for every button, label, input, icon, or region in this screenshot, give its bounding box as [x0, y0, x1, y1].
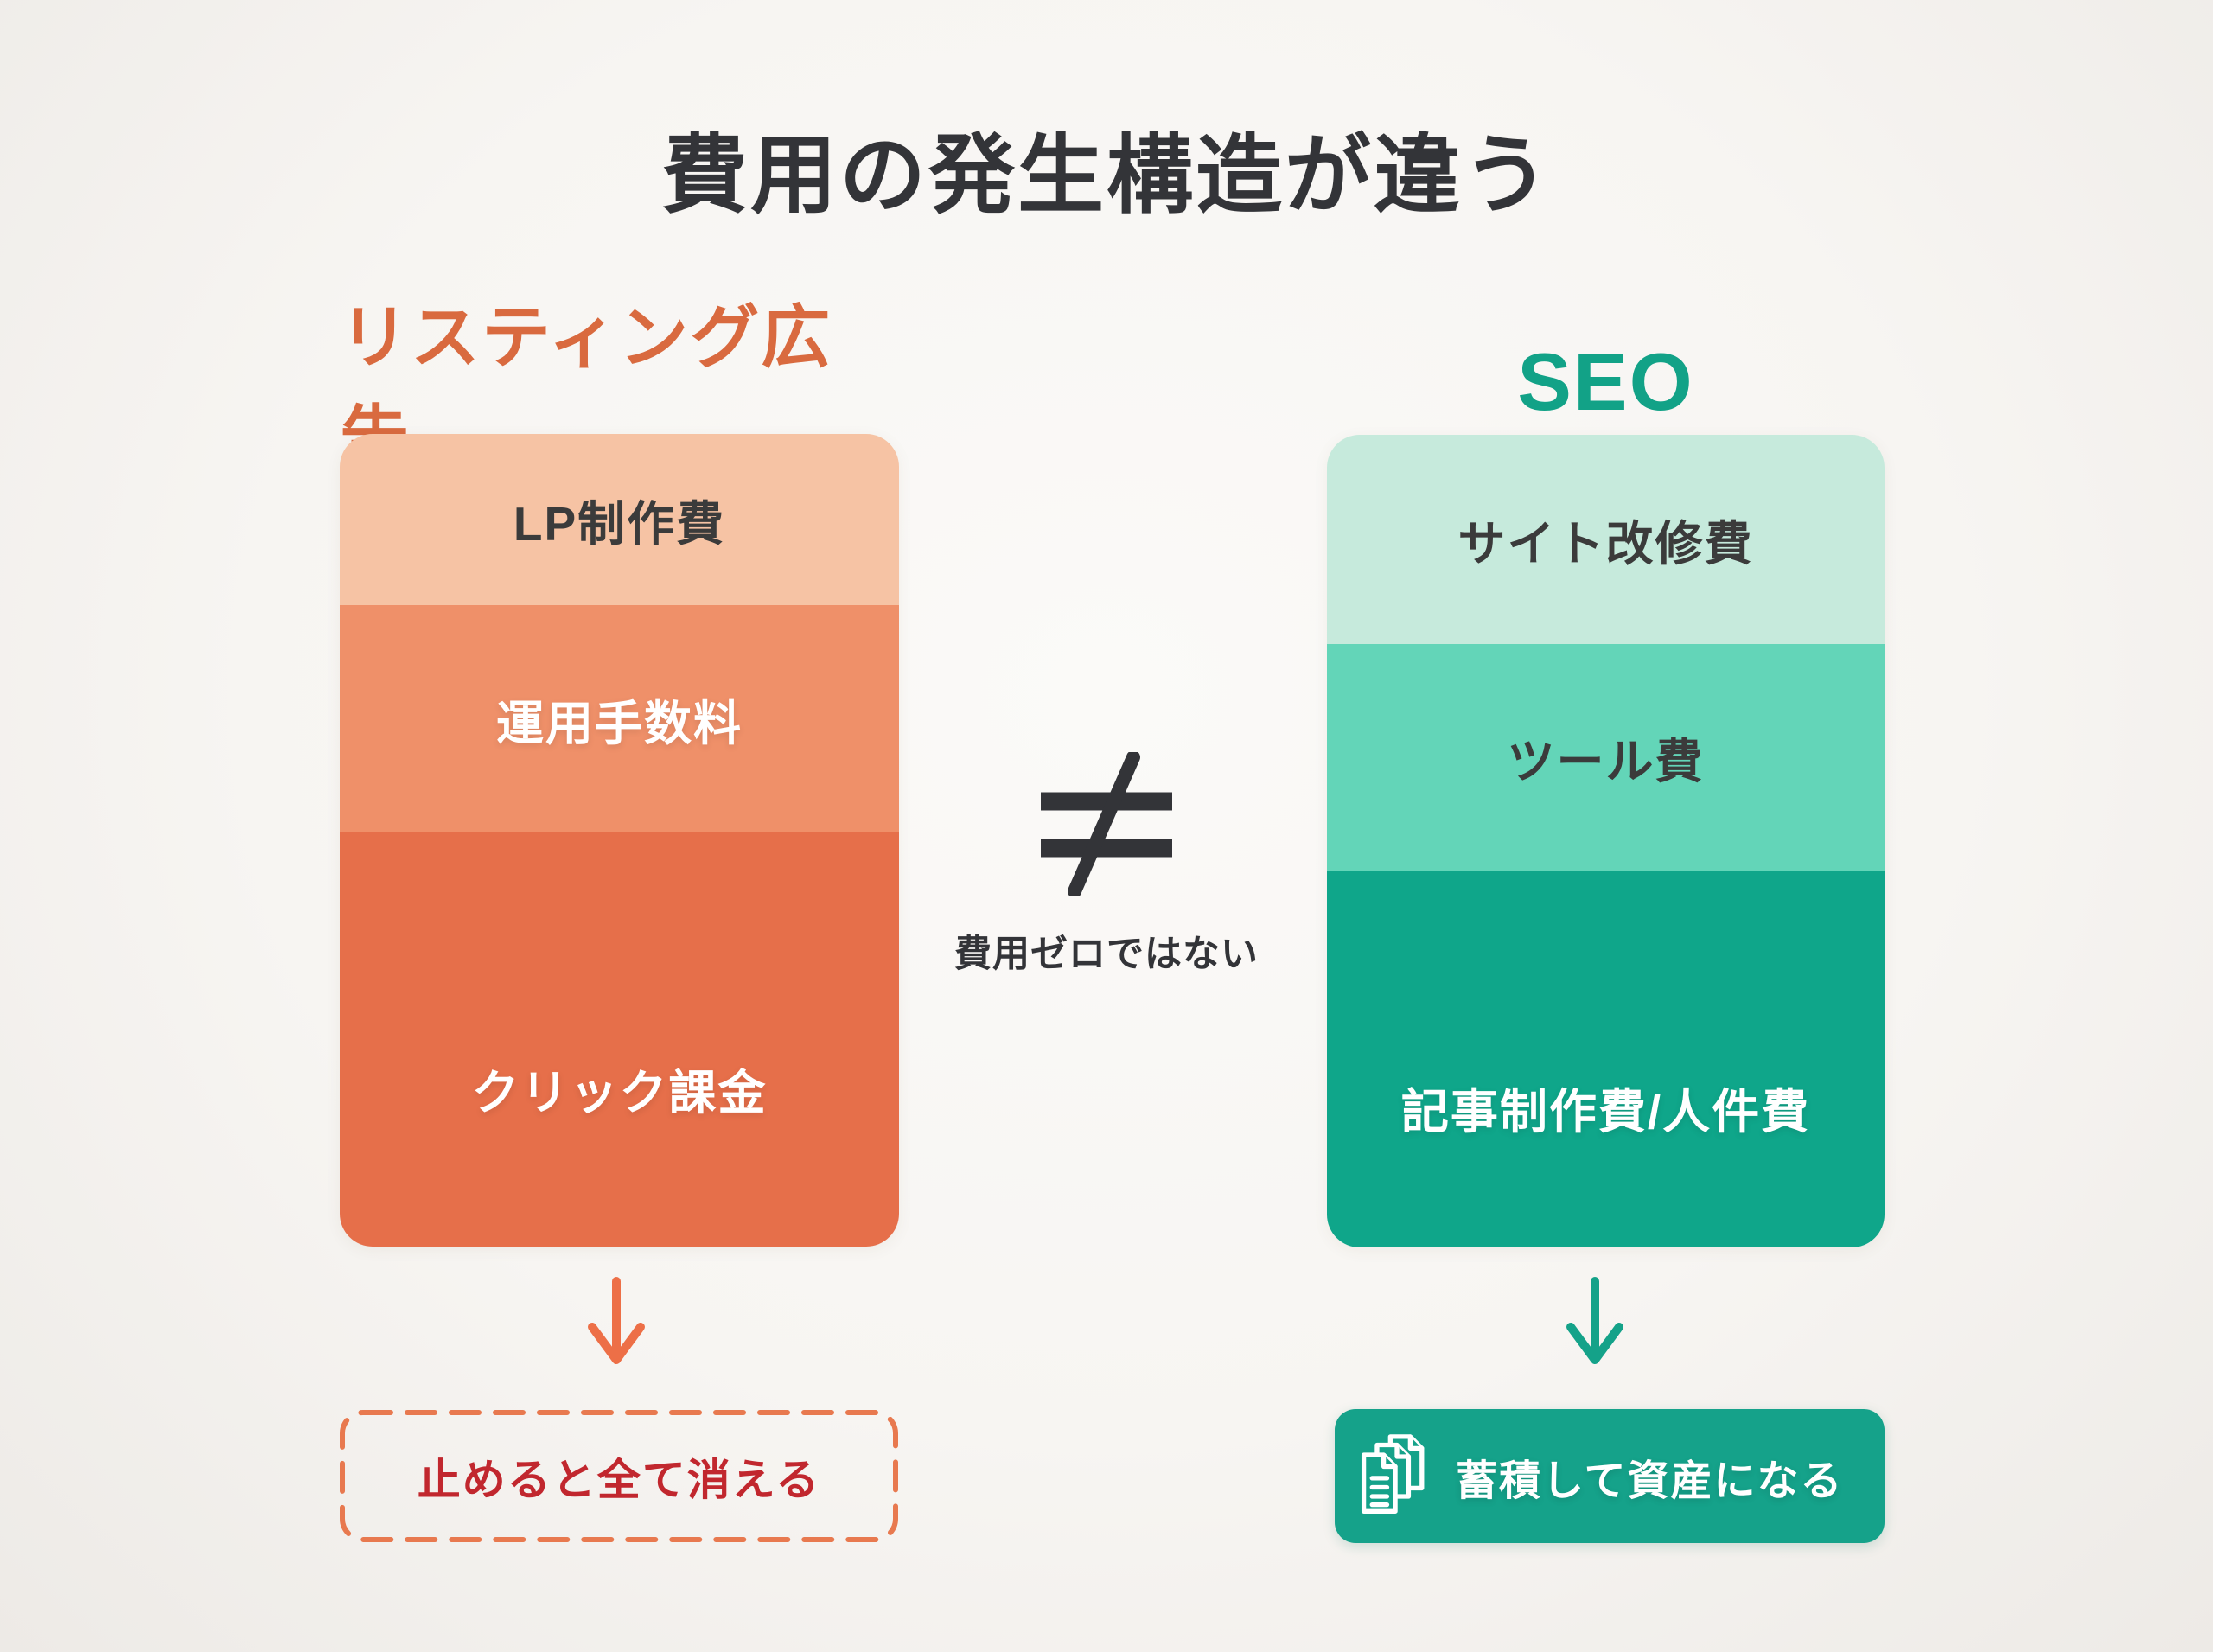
left-cost-block-cpc: クリック課金 [340, 832, 899, 1247]
left-result-box: 止めると全て消える [339, 1409, 899, 1543]
right-cost-block-content-label: 記事制作費/人件費 [1400, 1085, 1811, 1139]
right-cost-block-site-label: サイト改修費 [1457, 517, 1754, 571]
dashed-border [340, 1410, 898, 1542]
right-result-box: 蓄積して資産になる [1335, 1409, 1885, 1543]
left-cost-block-fee: 運用手数料 [340, 605, 899, 832]
left-cost-block-fee-label: 運用手数料 [495, 696, 743, 750]
left-cost-block-lp-label: LP制作費 [513, 497, 726, 551]
documents-stack-icon [1361, 1433, 1425, 1514]
right-column-header: SEO [1517, 336, 1694, 427]
left-column-header: リスティング広告 [340, 299, 832, 476]
right-cost-stack: サイト改修費 ツール費 記事制作費/人件費 [1327, 435, 1885, 1247]
page-title: 費用の発生構造が違う [661, 126, 1552, 224]
left-cost-stack: LP制作費 運用手数料 クリック課金 [340, 434, 899, 1247]
not-equal-caption: 費用ゼロではない [954, 934, 1259, 975]
right-cost-block-tool: ツール費 [1327, 644, 1885, 871]
right-cost-block-tool-label: ツール費 [1507, 735, 1705, 788]
right-cost-block-content: 記事制作費/人件費 [1327, 871, 1885, 1247]
right-cost-block-site: サイト改修費 [1327, 435, 1885, 644]
right-result-label: 蓄積して資産になる [1456, 1457, 1844, 1504]
not-equal-icon [1037, 750, 1176, 898]
right-down-arrow-icon [1560, 1277, 1629, 1386]
left-cost-block-cpc-label: クリック課金 [471, 1065, 768, 1119]
left-result-label: 止めると全て消える [417, 1455, 821, 1504]
left-down-arrow-icon [582, 1277, 651, 1386]
left-cost-block-lp: LP制作費 [340, 434, 899, 605]
